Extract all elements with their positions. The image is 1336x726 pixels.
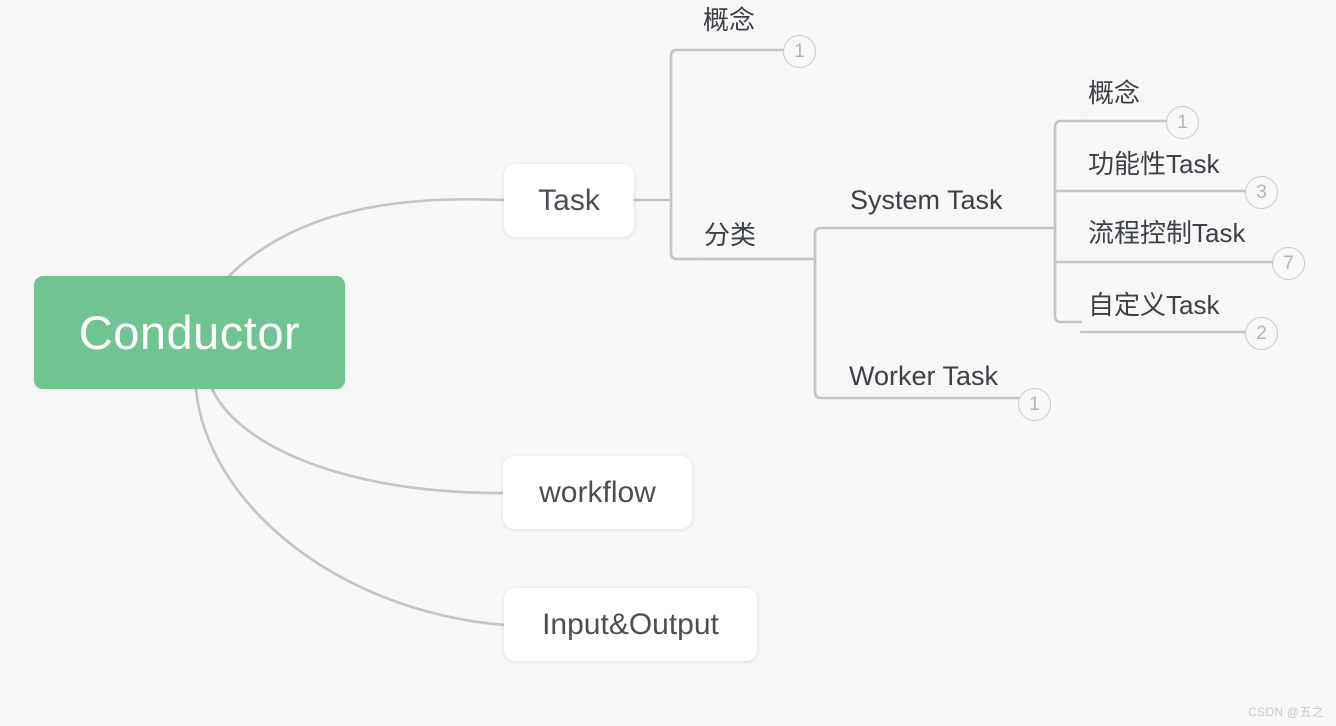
node-input-output[interactable]: Input&Output: [504, 588, 757, 661]
badge-count-custom-task[interactable]: 2: [1245, 317, 1278, 350]
badge-count-flow-control-task[interactable]: 7: [1272, 247, 1305, 280]
badge-count-task-concept[interactable]: 1: [783, 35, 816, 68]
node-worker-task[interactable]: Worker Task: [849, 361, 999, 391]
root-node-label: Conductor: [78, 306, 301, 359]
badge-count-custom-task-value: 2: [1256, 323, 1267, 344]
badge-count-functional-task-value: 3: [1256, 182, 1267, 203]
node-functional-task[interactable]: 功能性Task: [1088, 149, 1220, 179]
node-workflow-label: workflow: [539, 475, 656, 509]
edge-root-to-workflow: [210, 387, 505, 495]
node-workflow[interactable]: workflow: [503, 456, 692, 529]
node-system-task[interactable]: System Task: [850, 185, 1003, 215]
badge-count-system-task-concept[interactable]: 1: [1166, 106, 1199, 139]
node-custom-task[interactable]: 自定义Task: [1088, 290, 1220, 320]
watermark: CSDN @五之: [1248, 705, 1324, 719]
edge-root-to-task: [226, 197, 506, 279]
edge-syswork-spine: [813, 226, 843, 400]
node-task[interactable]: Task: [504, 164, 634, 237]
node-system-task-concept[interactable]: 概念: [1088, 78, 1141, 108]
badge-count-task-concept-value: 1: [794, 41, 805, 62]
node-input-output-label: Input&Output: [542, 607, 719, 641]
badge-count-worker-task-value: 1: [1029, 394, 1040, 415]
node-task-concept[interactable]: 概念: [703, 5, 756, 35]
edge-task-spine: [669, 48, 699, 261]
node-task-classification[interactable]: 分类: [704, 220, 757, 250]
node-flow-control-task[interactable]: 流程控制Task: [1088, 218, 1246, 248]
node-task-label: Task: [538, 183, 600, 217]
badge-count-system-task-concept-value: 1: [1177, 112, 1188, 133]
badge-count-worker-task[interactable]: 1: [1018, 388, 1051, 421]
edge-root-to-io: [194, 387, 506, 627]
root-node-conductor[interactable]: Conductor: [34, 276, 345, 389]
edge-right-spine: [1053, 119, 1083, 324]
badge-count-flow-control-task-value: 7: [1283, 253, 1294, 274]
badge-count-functional-task[interactable]: 3: [1245, 176, 1278, 209]
